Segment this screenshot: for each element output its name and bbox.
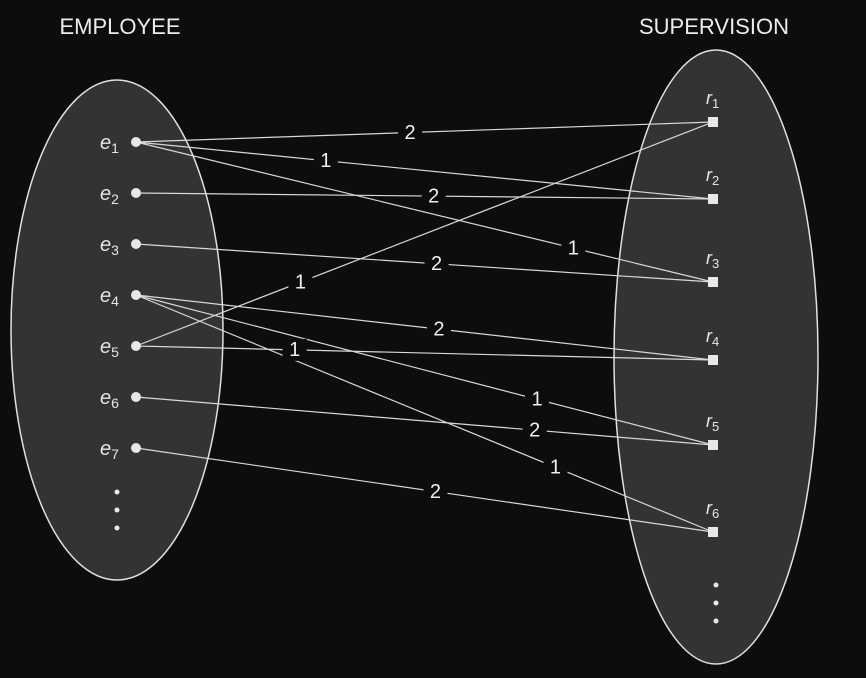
- supervision-node-r1: r1: [706, 88, 719, 127]
- edge-label-e7-r6: 2: [423, 480, 448, 503]
- supervision-label: r3: [706, 248, 719, 271]
- employee-node-e1: e1: [100, 132, 141, 156]
- edge-label-e1-r1: 2: [398, 121, 423, 144]
- employee-dot: [131, 137, 141, 147]
- edge-label-background: [543, 456, 568, 479]
- edge-label-background: [421, 185, 446, 208]
- supervision-continuation-ellipsis: [713, 582, 719, 624]
- supervision-node-r3: r3: [706, 248, 719, 287]
- supervision-nodes: r1 r2 r3 r4 r5 r6: [706, 88, 719, 537]
- supervision-label: r5: [706, 411, 719, 434]
- supervision-label: r6: [706, 498, 719, 521]
- edge-label-e4-r6: 1: [543, 456, 568, 479]
- edge-role-number: 2: [428, 185, 439, 207]
- edge-label-e6-r5: 2: [522, 419, 547, 442]
- employee-node-e2: e2: [100, 183, 141, 207]
- edge-e4-r6: [135, 294, 714, 533]
- employee-set-ellipse: [10, 79, 224, 581]
- employee-nodes: e1 e2 e3 e4 e5 e6 e7: [100, 132, 141, 462]
- employee-dot: [131, 239, 141, 249]
- edge-e1-r3: [135, 141, 714, 283]
- supervision-node-r2: r2: [706, 165, 719, 204]
- edge-role-number: 1: [295, 271, 306, 293]
- employee-label: e3: [100, 234, 119, 258]
- employee-dot: [131, 443, 141, 453]
- edge-label-background: [426, 318, 451, 341]
- supervision-set-title: SUPERVISION: [639, 14, 789, 39]
- edge-e1-r2: [135, 141, 714, 200]
- edge-label-background: [522, 419, 547, 442]
- edge-role-number: 2: [433, 318, 444, 340]
- edge-e5-r4: [135, 345, 714, 361]
- edge-e1-r1: [135, 121, 714, 143]
- employee-node-e5: e5: [100, 336, 141, 360]
- employee-label: e4: [100, 285, 119, 309]
- supervision-square: [708, 117, 718, 127]
- edge-label-e5-r1: 1: [288, 271, 313, 294]
- edge-label-e4-r5: 1: [525, 388, 550, 411]
- supervision-label: r2: [706, 165, 719, 188]
- employee-label: e5: [100, 336, 119, 360]
- edge-label-background: [313, 149, 338, 172]
- employee-set-title: EMPLOYEE: [59, 14, 180, 39]
- edge-label-background: [424, 252, 449, 275]
- edge-role-number: 1: [550, 457, 561, 479]
- edge-role-number: 2: [529, 419, 540, 441]
- edge-label-background: [423, 480, 448, 503]
- edge-label-e1-r3: 1: [561, 237, 586, 260]
- edge-e3-r3: [135, 243, 714, 283]
- supervision-square: [708, 440, 718, 450]
- supervision-label: r4: [706, 326, 719, 349]
- edge-e4-r4: [135, 294, 714, 361]
- supervision-square: [708, 277, 718, 287]
- employee-node-e4: e4: [100, 285, 141, 309]
- edge-e4-r5: [135, 294, 714, 446]
- supervision-square: [708, 194, 718, 204]
- employee-node-e6: e6: [100, 387, 141, 411]
- edge-label-e1-r2: 1: [313, 149, 338, 172]
- employee-continuation-ellipsis: [114, 489, 120, 531]
- supervision-square: [708, 527, 718, 537]
- supervision-node-r6: r6: [706, 498, 719, 537]
- edge-label-e2-r2: 2: [421, 185, 446, 208]
- supervision-node-r4: r4: [706, 326, 719, 365]
- employee-dot: [131, 290, 141, 300]
- employee-dot: [131, 188, 141, 198]
- employee-dot: [131, 341, 141, 351]
- edge-role-number: 1: [320, 150, 331, 172]
- employee-node-e7: e7: [100, 438, 141, 462]
- edge-label-e5-r4: 1: [282, 338, 307, 361]
- edge-role-number: 1: [531, 389, 542, 411]
- employee-label: e2: [100, 183, 119, 207]
- employee-label: e1: [100, 132, 119, 156]
- employee-node-e3: e3: [100, 234, 141, 258]
- edge-e5-r1: [135, 121, 714, 347]
- edge-label-e4-r4: 2: [426, 318, 451, 341]
- edge-label-background: [561, 237, 586, 260]
- employee-label: e6: [100, 387, 119, 411]
- edge-role-number: 2: [430, 481, 441, 503]
- edge-role-number: 1: [568, 237, 579, 259]
- edge-label-background: [525, 388, 550, 411]
- supervision-node-r5: r5: [706, 411, 719, 450]
- edge-label-background: [282, 338, 307, 361]
- employee-dot: [131, 392, 141, 402]
- edge-role-number: 2: [405, 122, 416, 144]
- edge-role-number: 1: [289, 339, 300, 361]
- employee-label: e7: [100, 438, 119, 462]
- supervision-label: r1: [706, 88, 719, 111]
- edge-e6-r5: [135, 396, 714, 446]
- edge-label-background: [398, 121, 423, 144]
- edge-label-e3-r3: 2: [424, 252, 449, 275]
- edge-role-number: 2: [431, 253, 442, 275]
- edge-label-background: [288, 271, 313, 294]
- supervision-square: [708, 355, 718, 365]
